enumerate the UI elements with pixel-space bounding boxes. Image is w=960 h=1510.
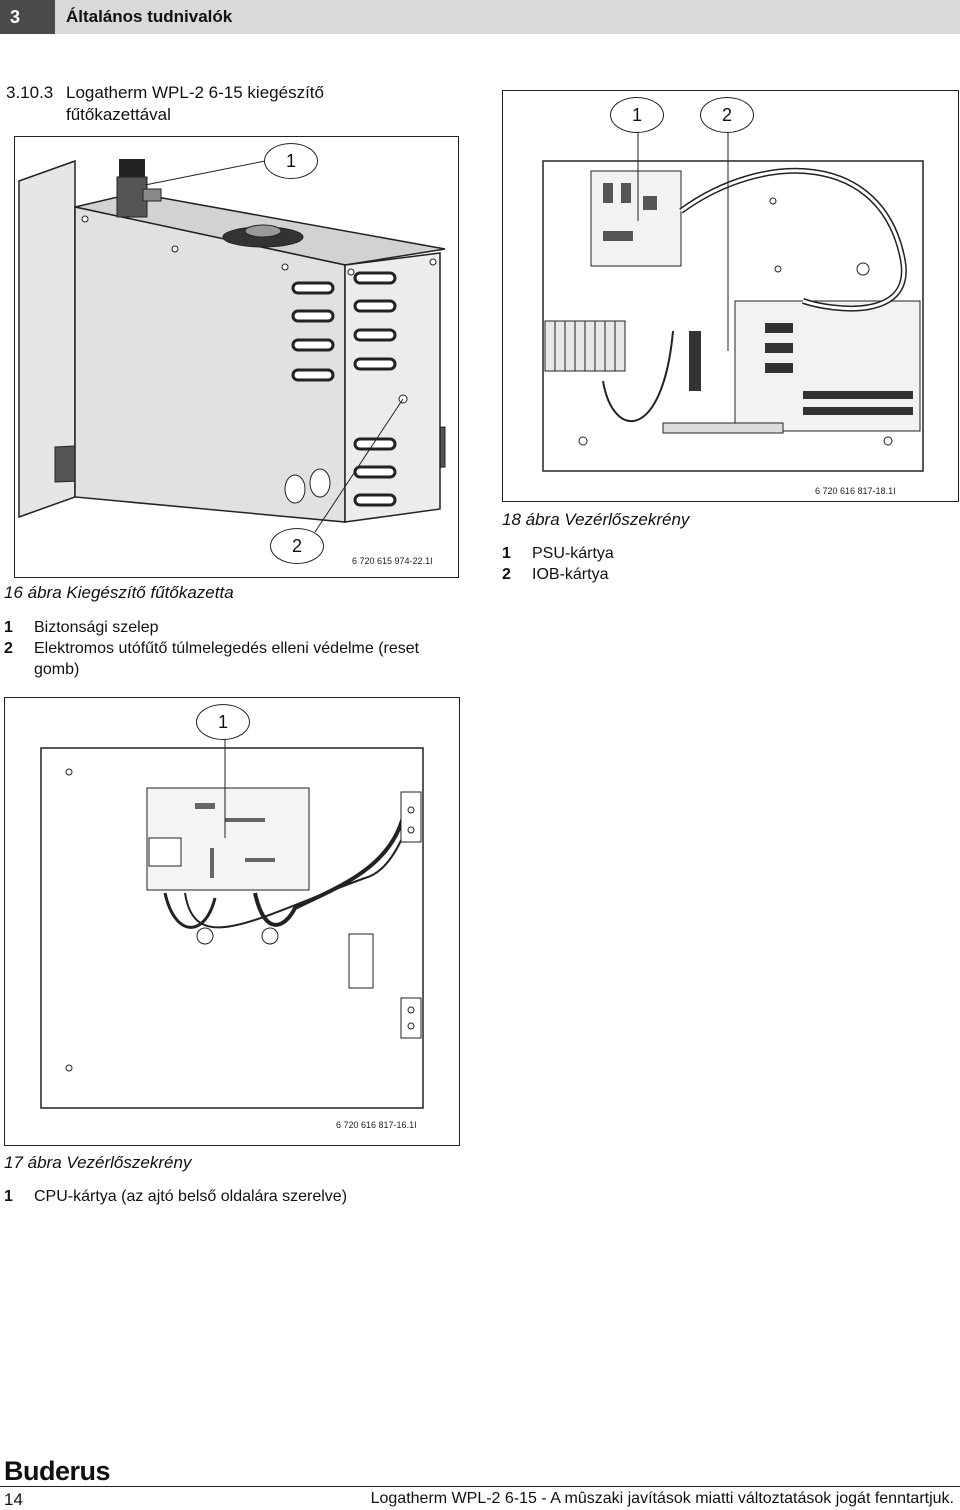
legend-item: gomb) [34, 661, 80, 678]
figure-16-frame [14, 136, 459, 578]
figure-17-code: 6 720 616 817-16.1I [336, 1120, 417, 1130]
figure-18-caption: 18 ábra Vezérlőszekrény [502, 510, 690, 529]
chapter-header-bar [0, 0, 960, 34]
figure-16-callout-1: 1 [264, 143, 318, 179]
section-heading: 3.10.3 Logatherm WPL-2 6-15 kiegészítő fű… [6, 82, 324, 126]
section-title-line2: fűtőkazettával [66, 105, 171, 124]
control-cabinet-top-drawing [542, 131, 924, 472]
figure-16-callout-2: 2 [270, 528, 324, 564]
page-number: 14 [4, 1490, 23, 1509]
figure-18-callout-2: 2 [700, 97, 754, 133]
heater-cassette-drawing [18, 159, 446, 533]
section-title-line1: Logatherm WPL-2 6-15 kiegészítő [66, 83, 324, 102]
figure-17-frame [4, 697, 460, 1146]
section-number: 3.10.3 [6, 83, 54, 102]
control-cabinet-door-drawing [40, 738, 424, 1109]
figure-17-callout-1: 1 [196, 704, 250, 740]
footer-notice: Logatherm WPL-2 6-15 - A mûszaki javítás… [370, 1490, 954, 1507]
figure-16-code: 6 720 615 974-22.1I [352, 556, 433, 566]
figure-18-frame [502, 90, 959, 502]
chapter-number: 3 [0, 0, 55, 34]
footer-divider [0, 1486, 960, 1487]
figure-16-caption: 16 ábra Kiegészítő fűtőkazetta [4, 583, 234, 602]
chapter-title: Általános tudnivalók [66, 7, 233, 26]
figure-18-code: 6 720 616 817-18.1I [815, 486, 896, 496]
figure-17-caption: 17 ábra Vezérlőszekrény [4, 1153, 192, 1172]
buderus-logo: Buderus [4, 1456, 111, 1486]
figure-18-callout-1: 1 [610, 97, 664, 133]
